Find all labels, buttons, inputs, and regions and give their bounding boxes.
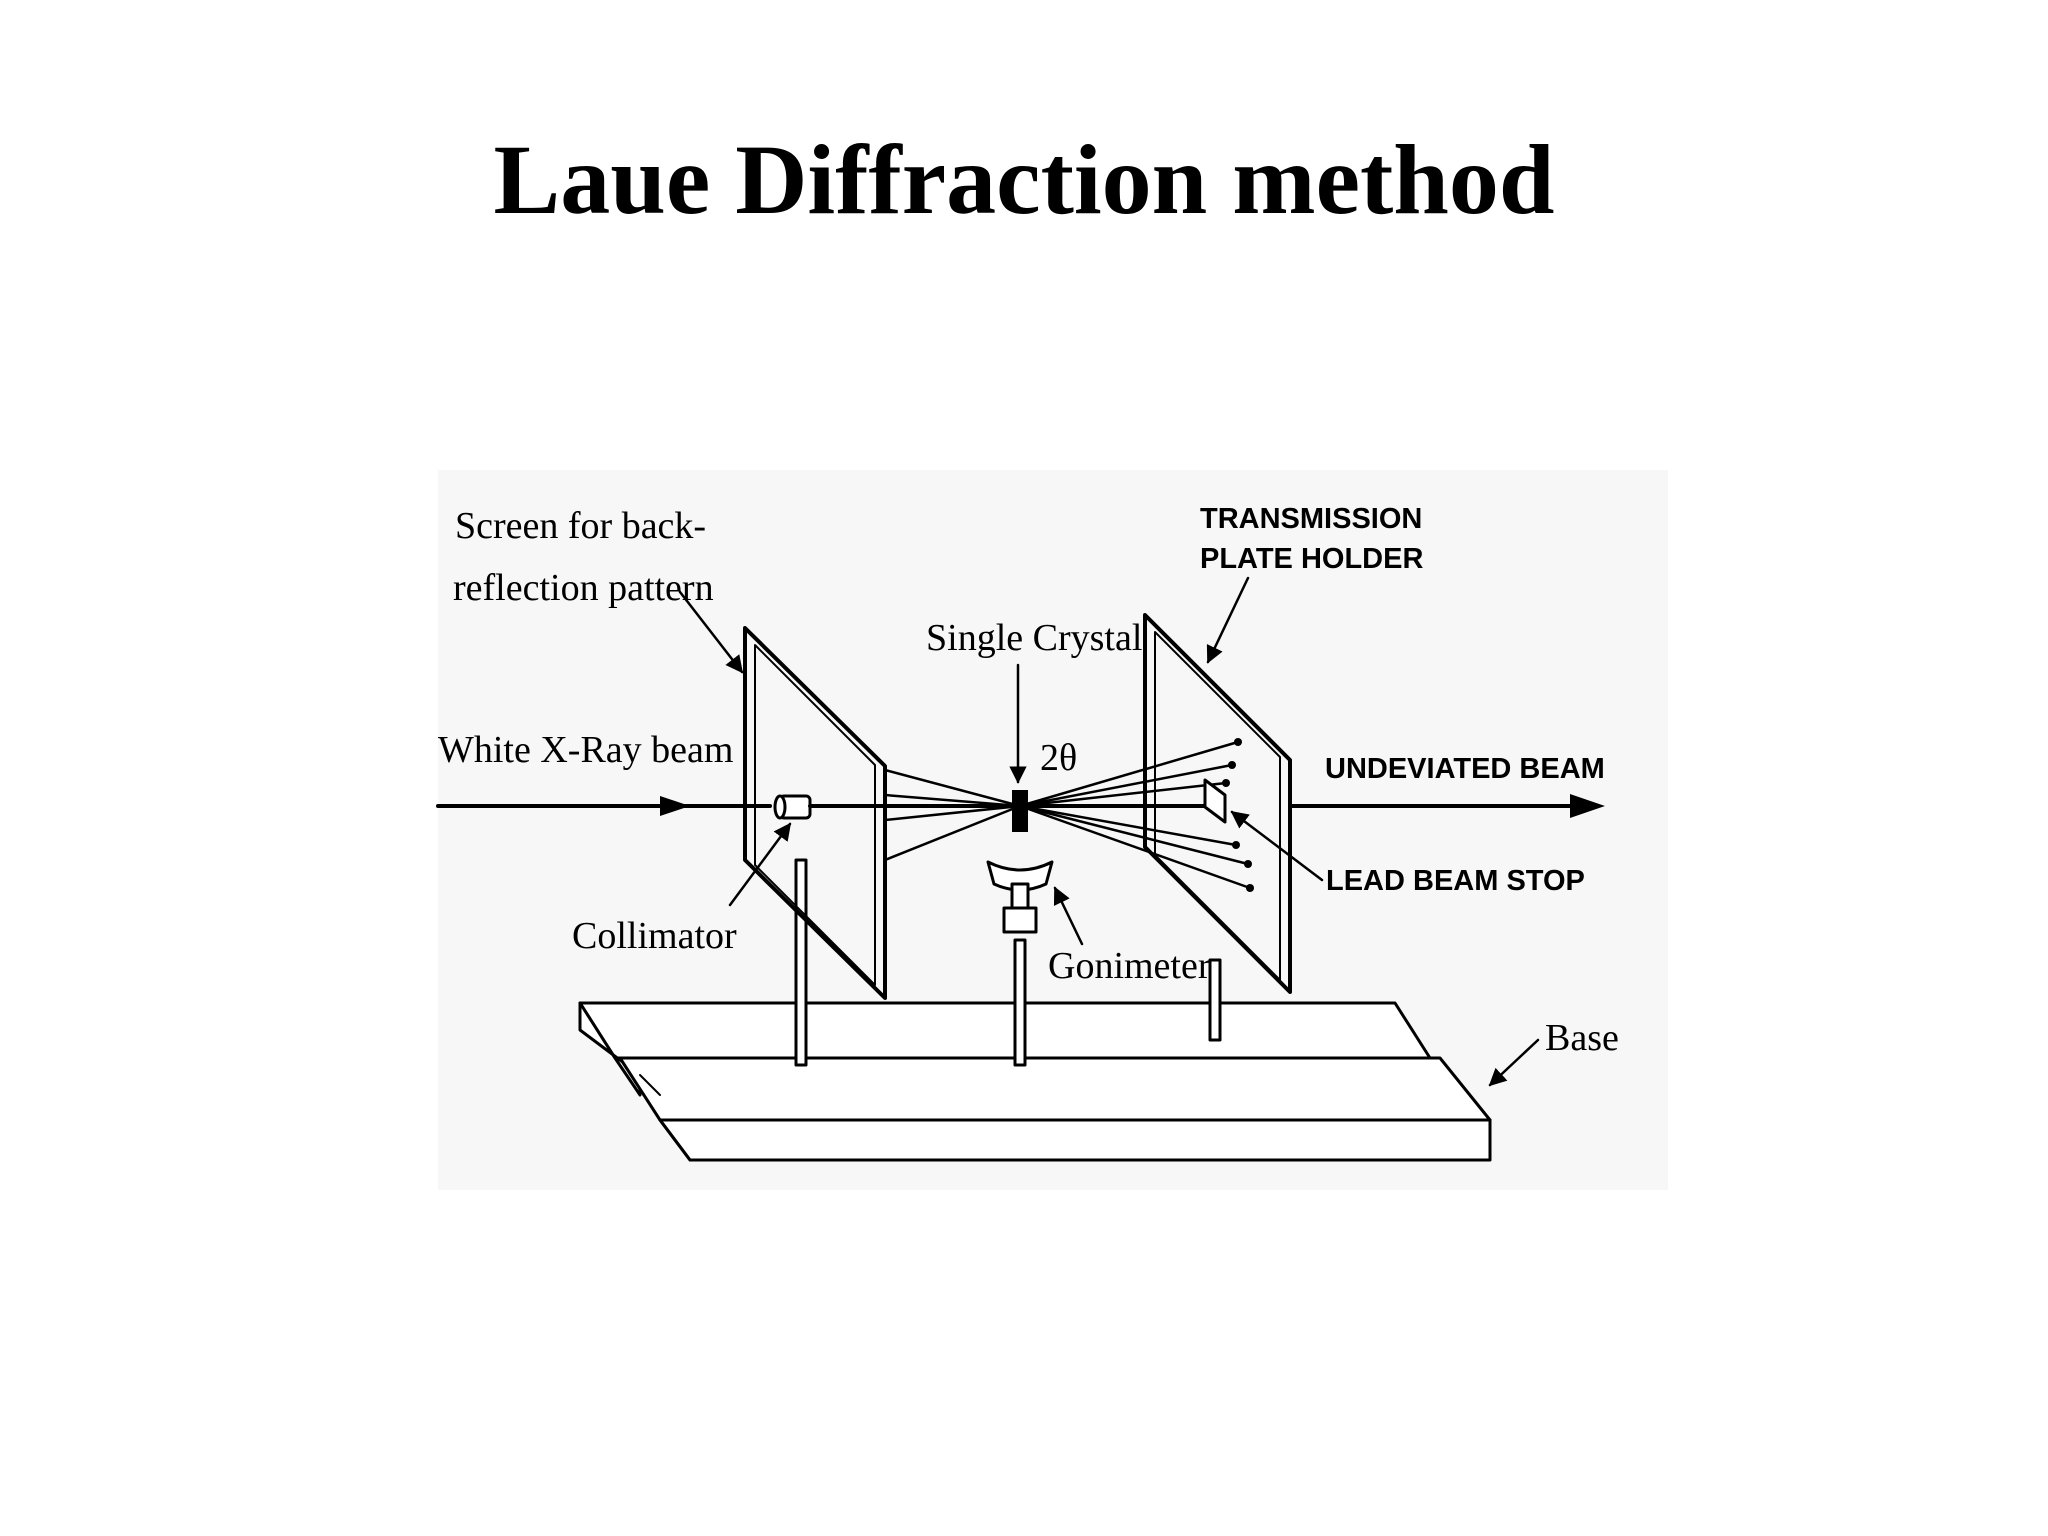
incident-beam-arrow xyxy=(660,796,690,816)
label-transmission-line1: TRANSMISSION xyxy=(1200,503,1422,535)
base-rail xyxy=(578,1001,1492,1162)
screen-stand xyxy=(794,858,808,1067)
label-two-theta: 2θ xyxy=(1040,737,1077,779)
goniometer-stand xyxy=(1013,938,1027,1067)
undeviated-beam-arrow xyxy=(1570,794,1605,818)
label-transmission-line2: PLATE HOLDER xyxy=(1200,543,1423,575)
diffracted-rays xyxy=(1018,738,1254,892)
pointer-goniometer xyxy=(1053,886,1084,946)
back-reflection-screen xyxy=(743,626,887,1000)
label-undeviated-beam: UNDEVIATED BEAM xyxy=(1325,753,1605,785)
label-lead-beam-stop: LEAD BEAM STOP xyxy=(1326,865,1585,897)
label-screen-line2: reflection pattern xyxy=(453,567,714,609)
label-screen-line1: Screen for back- xyxy=(455,505,706,547)
collimator xyxy=(773,794,812,820)
slide-title: Laue Diffraction method xyxy=(493,124,1555,235)
goniometer xyxy=(986,860,1054,934)
transmission-stand xyxy=(1208,958,1222,1042)
pointer-lead-beam-stop xyxy=(1230,810,1324,882)
pointer-transmission xyxy=(1206,576,1250,664)
label-white-xray: White X-Ray beam xyxy=(438,729,733,771)
lead-beam-stop xyxy=(1203,778,1227,824)
back-reflected-rays xyxy=(883,768,1022,862)
label-single-crystal: Single Crystal xyxy=(926,617,1142,659)
pointer-base xyxy=(1488,1038,1540,1087)
label-collimator: Collimator xyxy=(572,915,737,957)
label-goniometer: Gonimeter xyxy=(1048,945,1211,987)
single-crystal xyxy=(1012,790,1028,832)
pointer-screen xyxy=(678,590,744,674)
pointer-collimator xyxy=(728,822,792,907)
label-base: Base xyxy=(1545,1017,1619,1059)
